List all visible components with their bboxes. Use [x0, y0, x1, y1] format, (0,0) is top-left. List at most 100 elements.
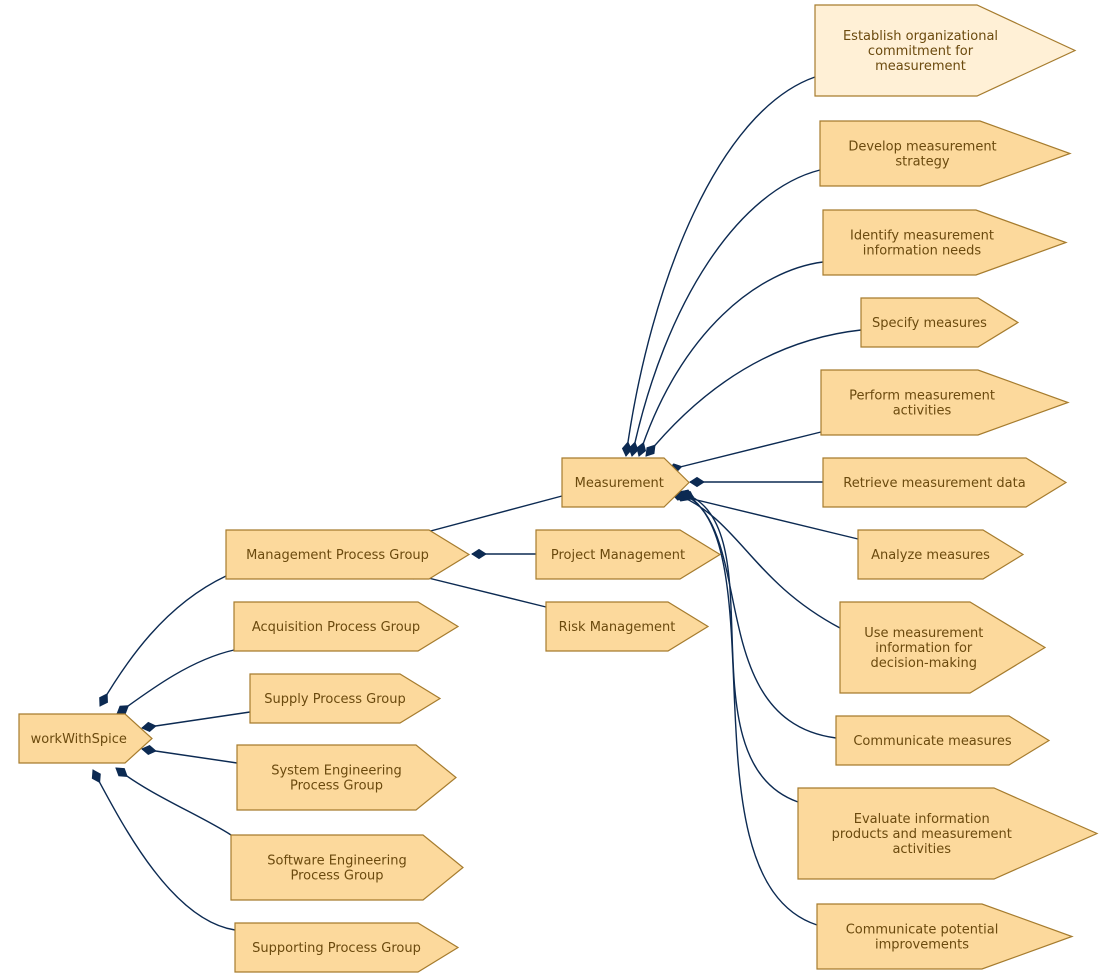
edges-layer	[91, 76, 862, 931]
node-shape	[535, 529, 722, 580]
composition-diamond-icon	[471, 548, 487, 560]
edge-line	[141, 711, 251, 729]
edge-line	[99, 575, 227, 707]
node-shape	[822, 457, 1068, 508]
node-label: Communicate measures	[853, 734, 1011, 749]
edge-meas-m1	[621, 76, 816, 457]
edge-meas-m3	[636, 261, 824, 457]
edge-line	[681, 491, 818, 926]
edge-line	[679, 491, 799, 803]
edge-root-sepg	[141, 744, 238, 764]
edge-line	[645, 329, 862, 457]
edge-line	[667, 431, 822, 471]
node-apg[interactable]: Acquisition Process Group	[233, 601, 460, 652]
node-label: activities	[893, 404, 952, 419]
node-shape	[819, 120, 1072, 187]
node-label: Process Group	[290, 779, 383, 794]
node-shape	[839, 601, 1047, 694]
node-shape	[857, 529, 1025, 580]
node-label: Perform measurement	[849, 389, 995, 404]
edge-line	[671, 493, 859, 540]
edge-root-suppg	[91, 769, 236, 931]
node-m9[interactable]: Communicate measures	[835, 715, 1051, 766]
node-label: measurement	[875, 59, 966, 74]
edge-root-spg	[141, 711, 251, 733]
node-spg[interactable]: Supply Process Group	[249, 673, 442, 724]
node-mpg[interactable]: Management Process Group	[225, 529, 471, 580]
node-label: Specify measures	[872, 316, 987, 331]
node-label: Use measurement	[864, 626, 983, 641]
node-shape	[816, 903, 1074, 970]
composition-diamond-icon	[91, 769, 101, 784]
node-label: Communicate potential	[846, 923, 999, 938]
node-label: Management Process Group	[246, 548, 429, 563]
edge-meas-m6	[689, 476, 823, 488]
edge-line	[677, 491, 837, 739]
node-label: workWithSpice	[31, 732, 127, 747]
edge-root-swpg	[115, 767, 232, 836]
node-label: Develop measurement	[848, 140, 996, 155]
node-shape	[860, 297, 1020, 348]
edge-line	[92, 769, 236, 931]
node-label: Supply Process Group	[264, 692, 405, 707]
node-label: Acquisition Process Group	[252, 620, 420, 635]
edge-meas-m9	[677, 490, 837, 739]
edge-meas-m2	[628, 169, 821, 457]
node-meas[interactable]: Measurement	[561, 457, 690, 508]
node-label: Process Group	[290, 869, 383, 884]
node-shape	[18, 713, 153, 764]
node-label: Risk Management	[559, 620, 676, 635]
edge-line	[141, 748, 238, 764]
composition-diamond-icon	[628, 441, 639, 457]
node-label: Measurement	[575, 476, 664, 491]
node-shape	[545, 601, 710, 652]
node-shape	[797, 787, 1099, 880]
composition-diamond-icon	[636, 441, 647, 457]
node-rm[interactable]: Risk Management	[545, 601, 710, 652]
node-label: products and measurement	[832, 827, 1012, 842]
node-shape	[249, 673, 442, 724]
composition-diamond-icon	[689, 476, 705, 488]
composition-diamond-icon	[621, 441, 633, 457]
node-label: Analyze measures	[871, 548, 990, 563]
node-label: information for	[875, 641, 973, 656]
node-pm[interactable]: Project Management	[535, 529, 722, 580]
node-shape	[225, 529, 471, 580]
node-root[interactable]: workWithSpice	[18, 713, 153, 764]
node-shape	[820, 369, 1070, 436]
node-label: Supporting Process Group	[252, 941, 421, 956]
node-shape	[236, 744, 457, 811]
node-label: commitment for	[868, 44, 974, 59]
node-label: System Engineering	[271, 764, 402, 779]
edge-line	[625, 76, 816, 457]
edge-mpg-pm	[471, 548, 536, 560]
nodes-layer: workWithSpice Management Process GroupAcq…	[18, 4, 1099, 973]
edge-line	[116, 649, 235, 715]
node-shape	[814, 4, 1077, 97]
node-label: information needs	[863, 244, 982, 259]
node-suppg[interactable]: Supporting Process Group	[234, 922, 460, 973]
node-label: Project Management	[551, 548, 685, 563]
node-shape	[234, 922, 460, 973]
edge-line	[407, 572, 547, 608]
edge-meas-m4	[645, 329, 862, 457]
edge-meas-m10	[679, 489, 799, 803]
edge-root-mpg	[99, 575, 227, 707]
node-m4[interactable]: Specify measures	[860, 297, 1020, 348]
node-m6[interactable]: Retrieve measurement data	[822, 457, 1068, 508]
edge-line	[631, 169, 821, 457]
node-shape	[561, 457, 690, 508]
node-label: improvements	[875, 938, 969, 953]
edge-line	[638, 261, 824, 457]
node-m7[interactable]: Analyze measures	[857, 529, 1025, 580]
